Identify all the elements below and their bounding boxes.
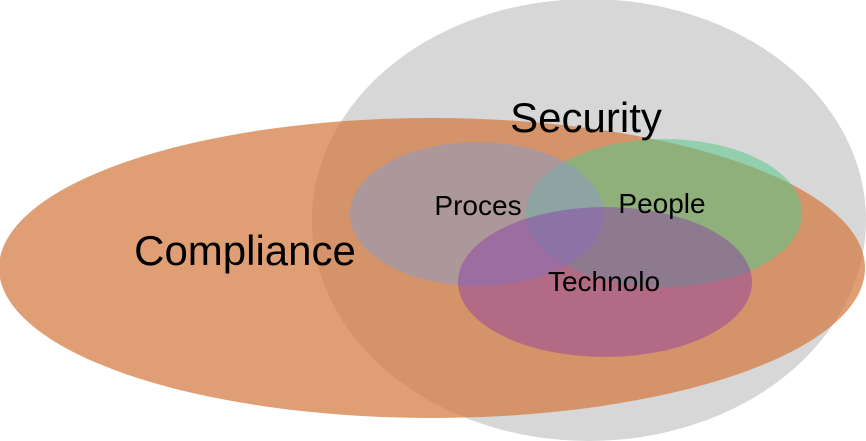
people-ellipse <box>526 139 802 287</box>
compliance-label: Compliance <box>134 227 356 274</box>
process-label: Proces <box>434 190 521 221</box>
process-ellipse <box>350 142 604 286</box>
people-label: People <box>618 188 705 219</box>
technology-ellipse <box>458 207 752 357</box>
security-label: Security <box>510 94 662 141</box>
technology-label: Technolo <box>548 266 660 297</box>
